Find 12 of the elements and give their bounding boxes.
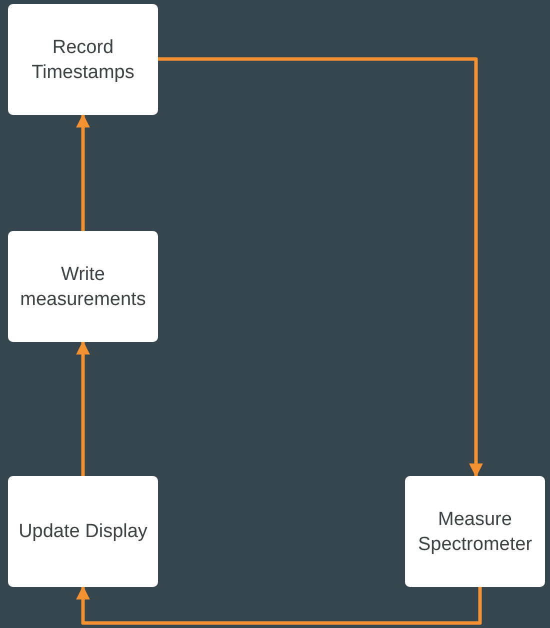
box-label: Record Timestamps xyxy=(30,36,136,84)
process-box xyxy=(8,4,158,115)
arrow xyxy=(76,114,90,231)
box-label: Write measurements xyxy=(19,262,147,312)
arrow xyxy=(76,586,482,625)
process-box xyxy=(405,476,545,587)
arrow xyxy=(76,340,90,476)
box-label: Measure Spectrometer xyxy=(416,508,534,556)
box-label: Update Display xyxy=(18,520,148,544)
arrow xyxy=(158,57,483,478)
process-box xyxy=(8,476,158,587)
process-box xyxy=(8,231,158,342)
